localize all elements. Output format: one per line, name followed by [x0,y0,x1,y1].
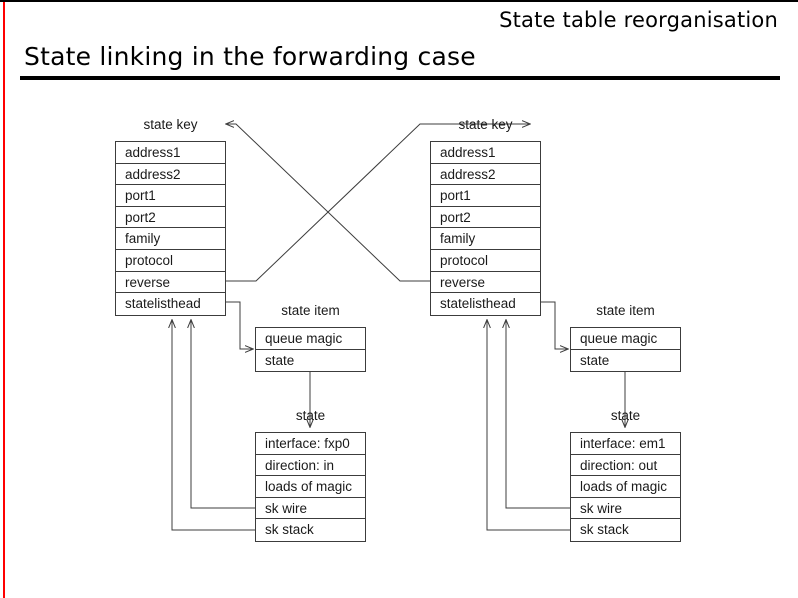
field-row: state [571,349,680,372]
field-row: sk stack [571,519,680,541]
field-row: port1 [116,185,225,207]
caption-state-right: state [610,408,641,423]
caption-state-item-left: state item [281,303,340,318]
field-row: address1 [116,142,225,164]
struct-state-item-right: queue magic state [570,327,681,373]
field-row: queue magic [256,328,365,350]
title-underline [20,76,780,80]
struct-state-item-left: queue magic state [255,327,366,373]
struct-state-left: interface: fxp0 direction: in loads of m… [255,432,366,542]
struct-state-key-right: address1 address2 port1 port2 family pro… [430,141,541,316]
field-row: queue magic [571,328,680,350]
caption-state-left: state [295,408,326,423]
field-row: sk wire [256,497,365,520]
field-row: port1 [431,185,540,207]
field-row: interface: em1 [571,433,680,455]
field-row: reverse [116,271,225,294]
slide-header-subtitle: State table reorganisation [499,8,778,32]
field-row: direction: in [256,454,365,477]
field-row: statelisthead [431,293,540,315]
struct-state-key-left: address1 address2 port1 port2 family pro… [115,141,226,316]
field-row: loads of magic [256,476,365,498]
field-row: port2 [116,206,225,229]
field-row: family [116,228,225,250]
page-title: State linking in the forwarding case [24,42,476,71]
caption-state-key-left: state key [143,117,198,132]
field-row: address2 [116,163,225,186]
struct-state-right: interface: em1 direction: out loads of m… [570,432,681,542]
field-row: reverse [431,271,540,294]
field-row: family [431,228,540,250]
field-row: protocol [116,249,225,272]
caption-state-item-right: state item [596,303,655,318]
caption-state-key-right: state key [458,117,513,132]
left-margin-rule [3,2,5,598]
field-row: address2 [431,163,540,186]
field-row: interface: fxp0 [256,433,365,455]
field-row: direction: out [571,454,680,477]
field-row: state [256,349,365,372]
field-row: sk stack [256,519,365,541]
field-row: address1 [431,142,540,164]
field-row: loads of magic [571,476,680,498]
field-row: statelisthead [116,293,225,315]
field-row: protocol [431,249,540,272]
field-row: port2 [431,206,540,229]
field-row: sk wire [571,497,680,520]
